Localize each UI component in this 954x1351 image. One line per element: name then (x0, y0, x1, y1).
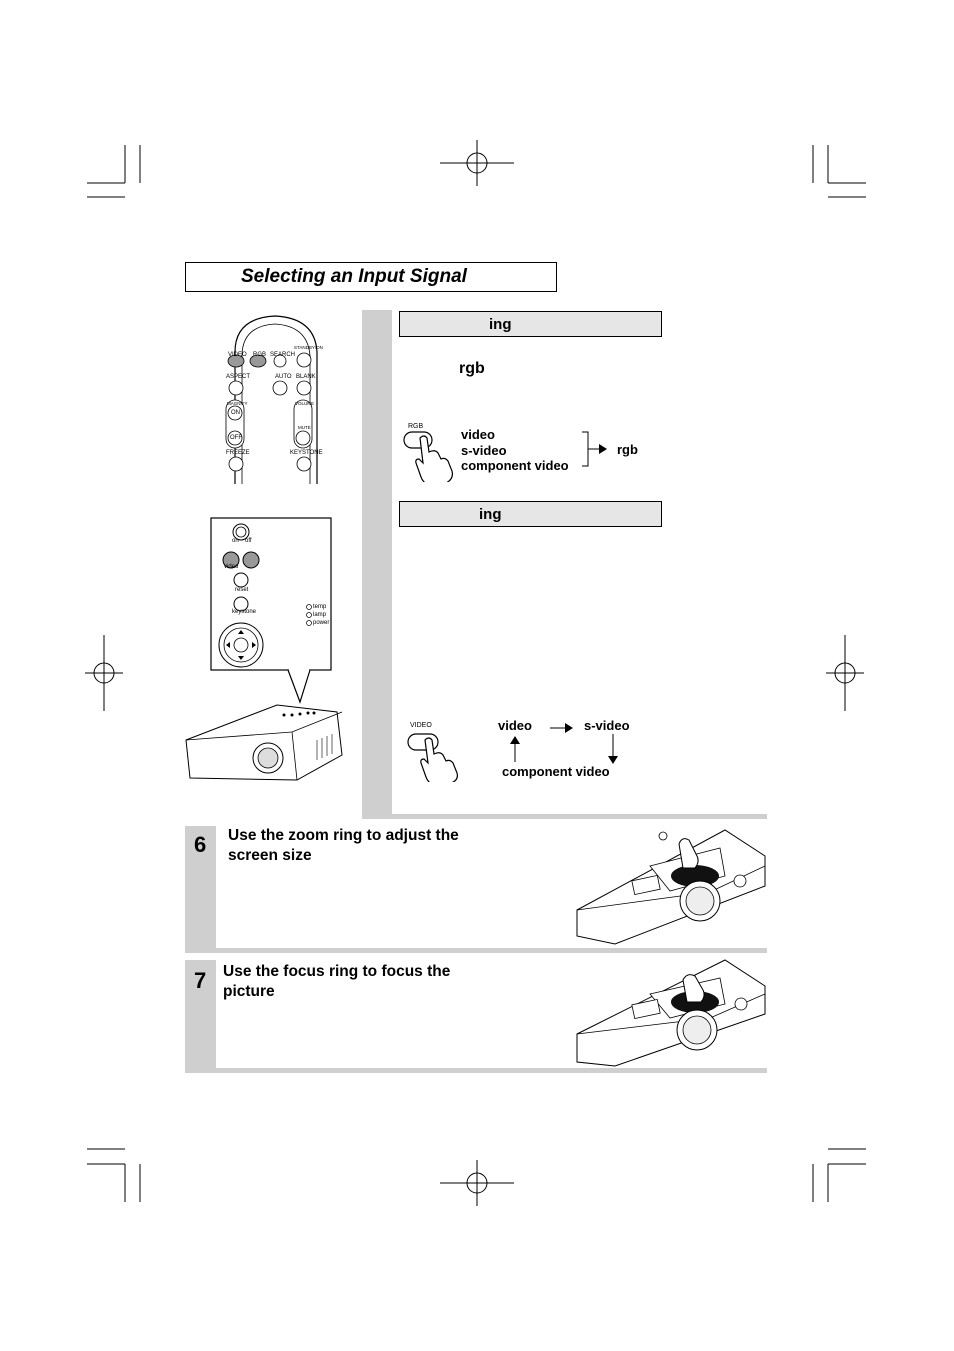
focus-ring-illustration (576, 959, 766, 1067)
remote-label-volume: VOLUME (295, 401, 315, 406)
page-title: Selecting an Input Signal (241, 266, 467, 287)
video-section-header: ing (399, 501, 662, 527)
rgb-button-label: RGB (408, 423, 424, 430)
projector-illustration (185, 704, 343, 781)
panel-label-temp: temp (313, 604, 327, 610)
section-bottom-rule (362, 814, 767, 819)
panel-label-on: on (232, 538, 239, 544)
rgb-result: rgb (617, 442, 638, 457)
remote-label-blank: BLANK (296, 374, 316, 380)
remote-control-illustration (225, 315, 318, 484)
step6-number: 6 (194, 832, 207, 857)
panel-label-video: video (224, 564, 239, 570)
video-button-label: VIDEO (410, 722, 432, 729)
video-button-press-icon (407, 733, 458, 782)
rgb-section-header-text: ing (489, 316, 512, 333)
remote-label-off: OFF (230, 435, 242, 441)
rgb-source-video: video (461, 427, 495, 442)
zoom-ring-illustration (576, 829, 766, 945)
remote-label-standby: STANDBY/ON (294, 345, 323, 350)
remote-label-mute: MUTE (298, 425, 311, 430)
step6-bottom-rule (185, 948, 767, 953)
step7-title-line2: picture (223, 983, 275, 1000)
remote-label-video: VIDEO (228, 352, 247, 358)
panel-label-reset: reset (235, 587, 249, 593)
video-cycle-arrows (510, 723, 618, 764)
step6-title: Use the zoom ring to adjust the screen s… (228, 826, 459, 866)
step7-number: 7 (194, 968, 207, 993)
step7-bottom-rule (185, 1068, 767, 1073)
video-cycle-component-video: component video (502, 764, 610, 779)
rgb-section-header: ing (399, 311, 662, 337)
section-sidebar (362, 310, 392, 818)
remote-label-search: SEARCH (270, 352, 296, 358)
rgb-keyword: rgb (459, 360, 485, 377)
remote-label-rgb: RGB (253, 352, 267, 358)
remote-label-magnify: MAGNIFY (227, 401, 248, 406)
step6-title-line1: Use the zoom ring to adjust the (228, 827, 459, 844)
video-cycle-video: video (498, 718, 532, 733)
control-panel-illustration (210, 517, 332, 704)
step6-sidebar (185, 826, 216, 950)
rgb-source-component-video: component video (461, 458, 569, 473)
step7-sidebar (185, 960, 216, 1072)
rgb-bracket-arrow (582, 431, 607, 467)
step7-title-line1: Use the focus ring to focus the (223, 963, 451, 980)
panel-label-lamp: lamp (313, 612, 327, 618)
remote-label-keystone: KEYSTONE (290, 450, 323, 456)
panel-label-keystone: keystone (232, 609, 257, 615)
remote-label-on: ON (231, 410, 240, 416)
rgb-source-s-video: s-video (461, 443, 507, 458)
step6-title-line2: screen size (228, 847, 312, 864)
page-title-box: Selecting an Input Signal (185, 262, 557, 292)
remote-label-aspect: ASPECT (226, 374, 251, 380)
panel-label-off: off (245, 538, 252, 544)
video-section-header-text: ing (479, 506, 502, 523)
panel-label-power: power (313, 620, 330, 626)
rgb-button-press-icon (403, 431, 453, 482)
remote-label-auto: AUTO (275, 374, 292, 380)
remote-label-freeze: FREEZE (226, 450, 250, 456)
video-cycle-s-video: s-video (584, 718, 630, 733)
step7-title: Use the focus ring to focus the picture (223, 962, 450, 1002)
